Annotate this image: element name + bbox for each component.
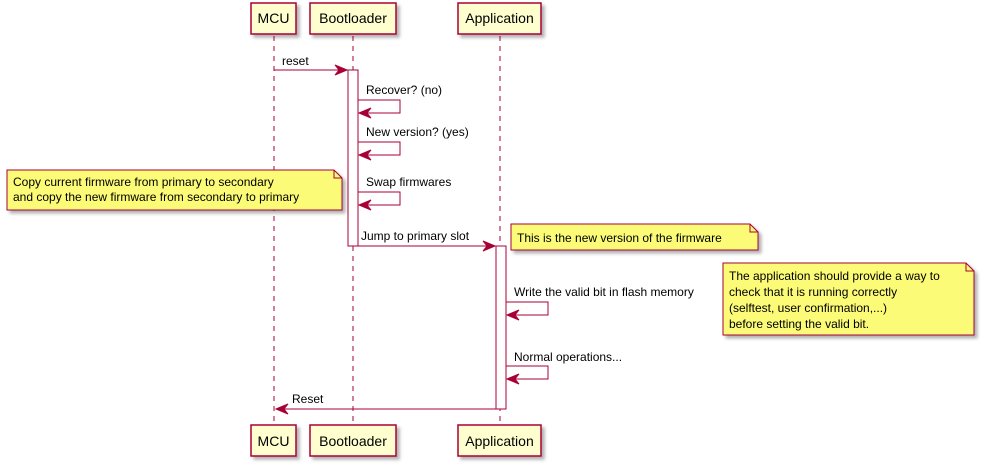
participant-bootloader-label: Bootloader [319,433,387,449]
note-line: This is the new version of the firmware [517,231,722,245]
note-swap: Copy current firmware from primary to se… [6,169,343,211]
message-reset: reset [274,54,349,76]
participant-bootloader-bottom: Bootloader [309,424,397,457]
note-line: before setting the valid bit. [729,317,869,331]
message-normal-operations: Normal operations... [505,350,622,385]
message-label: Swap firmwares [366,175,451,189]
message-jump-primary: Jump to primary slot [358,229,497,252]
bootloader-activation [347,69,359,247]
note-new-version: This is the new version of the firmware [510,223,759,251]
message-label: Recover? (no) [366,83,442,97]
participant-bootloader-top: Bootloader [309,2,397,35]
participant-application-label: Application [465,433,534,449]
message-label: reset [282,54,309,68]
participant-mcu-top: MCU [250,2,297,35]
note-line: and copy the new firmware from secondary… [13,190,299,204]
application-activation [495,245,507,410]
message-label: Jump to primary slot [361,229,470,243]
note-line: Copy current firmware from primary to se… [13,175,274,189]
participant-mcu-label: MCU [258,10,290,26]
note-line: check that it is running correctly [729,285,897,299]
participant-application-bottom: Application [457,424,542,457]
note-line: (selftest, user confirmation,...) [729,301,887,315]
message-recover: Recover? (no) [357,83,442,119]
message-swap-firmwares: Swap firmwares [357,175,451,211]
participant-mcu-bottom: MCU [250,424,297,457]
participant-application-top: Application [457,2,542,35]
message-label: New version? (yes) [366,125,469,139]
message-write-valid-bit: Write the valid bit in flash memory [505,285,694,321]
note-valid-bit: The application should provide a way to … [722,262,975,336]
participant-mcu-label: MCU [258,433,290,449]
message-label: Normal operations... [514,350,622,364]
message-label: Reset [292,392,324,406]
note-line: The application should provide a way to [729,269,940,283]
message-reset-mcu: Reset [274,392,496,415]
message-new-version: New version? (yes) [357,125,469,161]
participant-bootloader-label: Bootloader [319,10,387,26]
message-label: Write the valid bit in flash memory [514,285,694,299]
participant-application-label: Application [465,10,534,26]
